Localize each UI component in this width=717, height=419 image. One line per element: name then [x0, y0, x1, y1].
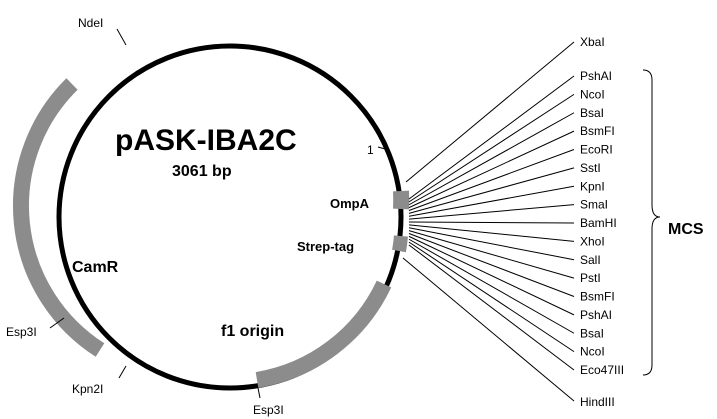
mcs-connector-line: [408, 93, 575, 203]
mcs-site-label: SalI: [580, 253, 601, 267]
plasmid-name: pASK-IBA2C: [115, 124, 297, 157]
hindiii-label: HindIII: [580, 395, 615, 409]
ompa-label: OmpA: [330, 196, 370, 211]
mcs-site-label: BsmFI: [580, 124, 615, 138]
mcs-connector-line: [408, 244, 575, 371]
mcs-connector-line: [408, 221, 575, 224]
mcs-connector-line: [408, 130, 575, 209]
strep-tag-label: Strep-tag: [297, 239, 354, 254]
mcs-connector-line: [408, 149, 575, 211]
esp3i-bottom-tick: [257, 387, 261, 399]
mcs-connector-lines: [402, 41, 575, 402]
mcs-site-label: SmaI: [580, 198, 608, 212]
camr-label: CamR: [72, 259, 119, 276]
mcs-site-label: EcoRI: [580, 143, 613, 157]
mcs-site-label: BsaI: [580, 326, 604, 340]
camr-feature-arc: [12, 78, 105, 357]
mcs-connector-line: [408, 235, 575, 316]
mcs-connector-line: [408, 112, 575, 206]
xbai-label: XbaI: [580, 35, 605, 49]
mcs-connector-line: [408, 230, 575, 279]
mcs-site-label: SstI: [580, 161, 601, 175]
origin-label: 1: [367, 143, 374, 157]
mcs-connector-line: [408, 204, 575, 220]
mcs-site-label: KpnI: [580, 179, 605, 193]
mcs-connector-line: [408, 224, 575, 242]
mcs-connector-line: [408, 233, 575, 297]
mcs-site-label: XhoI: [580, 234, 605, 248]
mcs-site-label: BsaI: [580, 106, 604, 120]
esp3i-bottom-label: Esp3I: [253, 403, 284, 417]
esp3i-left-tick: [49, 317, 65, 329]
mcs-site-label: PshAI: [580, 69, 612, 83]
f1-origin-label: f1 origin: [221, 323, 284, 340]
mcs-site-labels: PshAI NcoI BsaI BsmFI EcoRI SstI KpnI SmaI BamHI…: [580, 69, 624, 377]
ndei-tick: [116, 28, 127, 46]
mcs-site-label: BsmFI: [580, 290, 615, 304]
hindiii-connector-line: [402, 257, 575, 402]
strep-tag-feature-arc: [392, 235, 408, 253]
plasmid-backbone: [56, 43, 404, 391]
mcs-bracket: [642, 69, 661, 376]
plasmid-size: 3061 bp: [172, 163, 232, 180]
mcs-site-label: PstI: [580, 271, 601, 285]
mcs-connector-line: [408, 167, 575, 214]
mcs-label: MCS: [668, 221, 704, 238]
mcs-site-label: PshAI: [580, 308, 612, 322]
mcs-site-label: NcoI: [580, 87, 605, 101]
xbai-connector-line: [405, 41, 575, 183]
mcs-connector-line: [408, 241, 575, 353]
esp3i-left-label: Esp3I: [6, 325, 37, 339]
mcs-connector-line: [408, 227, 575, 261]
mcs-site-label: NcoI: [580, 345, 605, 359]
ndei-label: NdeI: [78, 16, 103, 30]
kpn2i-label: Kpn2I: [72, 382, 103, 396]
mcs-connector-line: [408, 75, 575, 200]
mcs-connector-line: [408, 238, 575, 334]
mcs-site-label: Eco47III: [580, 363, 624, 377]
mcs-site-label: BamHI: [580, 216, 617, 230]
origin-tick: [377, 146, 390, 151]
mcs-connector-line: [408, 185, 575, 217]
kpn2i-tick: [118, 365, 127, 379]
f1-origin-feature-arc: [255, 280, 392, 388]
